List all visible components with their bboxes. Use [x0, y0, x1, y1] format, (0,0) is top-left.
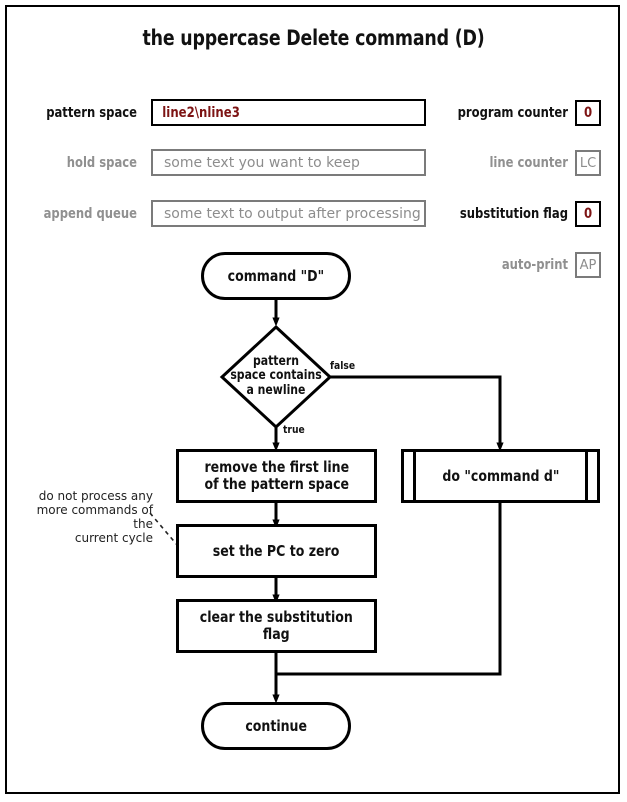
node-continue-label: continue [245, 716, 307, 735]
hold-space-placeholder: some text you want to keep [164, 154, 360, 171]
node-start[interactable]: command "D" [201, 252, 351, 300]
edge-decision-false [330, 375, 504, 452]
program-counter-field[interactable]: 0 [575, 100, 601, 126]
line-counter-field[interactable]: LC [575, 150, 601, 176]
program-counter-label: program counter [457, 105, 568, 121]
edge-label-false: false [330, 359, 356, 372]
annotation-no-more-commands: do not process any more commands of the … [36, 489, 153, 546]
hold-space-field[interactable]: some text you want to keep [151, 149, 426, 176]
edge-subroutine-to-continue [277, 503, 502, 676]
node-do-command-d[interactable]: do "command d" [401, 449, 600, 503]
node-decision-line-1: pattern [252, 354, 300, 369]
substitution-flag-field[interactable]: 0 [575, 201, 601, 227]
node-decision-line-3: a newline [246, 382, 306, 398]
append-queue-field[interactable]: some text to output after processing [151, 200, 426, 227]
line-counter-placeholder: LC [579, 155, 597, 171]
substitution-flag-label: substitution flag [459, 206, 568, 222]
pattern-space-label: pattern space [46, 105, 137, 121]
node-do-command-d-label: do "command d" [441, 466, 560, 485]
node-start-label: command "D" [227, 266, 325, 285]
node-decision-label: pattern space contains a newline [211, 354, 341, 398]
auto-print-label: auto-print [501, 257, 568, 273]
node-set-pc-zero-label: set the PC to zero [213, 541, 340, 560]
node-set-pc-zero[interactable]: set the PC to zero [176, 524, 377, 578]
auto-print-placeholder: AP [579, 257, 597, 273]
append-queue-placeholder: some text to output after processing [164, 205, 421, 222]
edge-label-true: true [283, 423, 305, 436]
pattern-space-field[interactable]: line2\nline3 [151, 99, 426, 126]
pattern-space-value: line2\nline3 [162, 104, 240, 121]
line-counter-label: line counter [489, 155, 568, 171]
append-queue-label: append queue [43, 206, 138, 222]
node-continue[interactable]: continue [201, 702, 351, 750]
node-decision-line-2: space contains [230, 368, 322, 384]
page-border [5, 5, 620, 794]
hold-space-label: hold space [66, 155, 137, 171]
substitution-flag-value: 0 [583, 206, 592, 222]
program-counter-value: 0 [583, 105, 592, 121]
auto-print-field[interactable]: AP [575, 252, 601, 278]
page-title: the uppercase Delete command (D) [142, 26, 485, 50]
